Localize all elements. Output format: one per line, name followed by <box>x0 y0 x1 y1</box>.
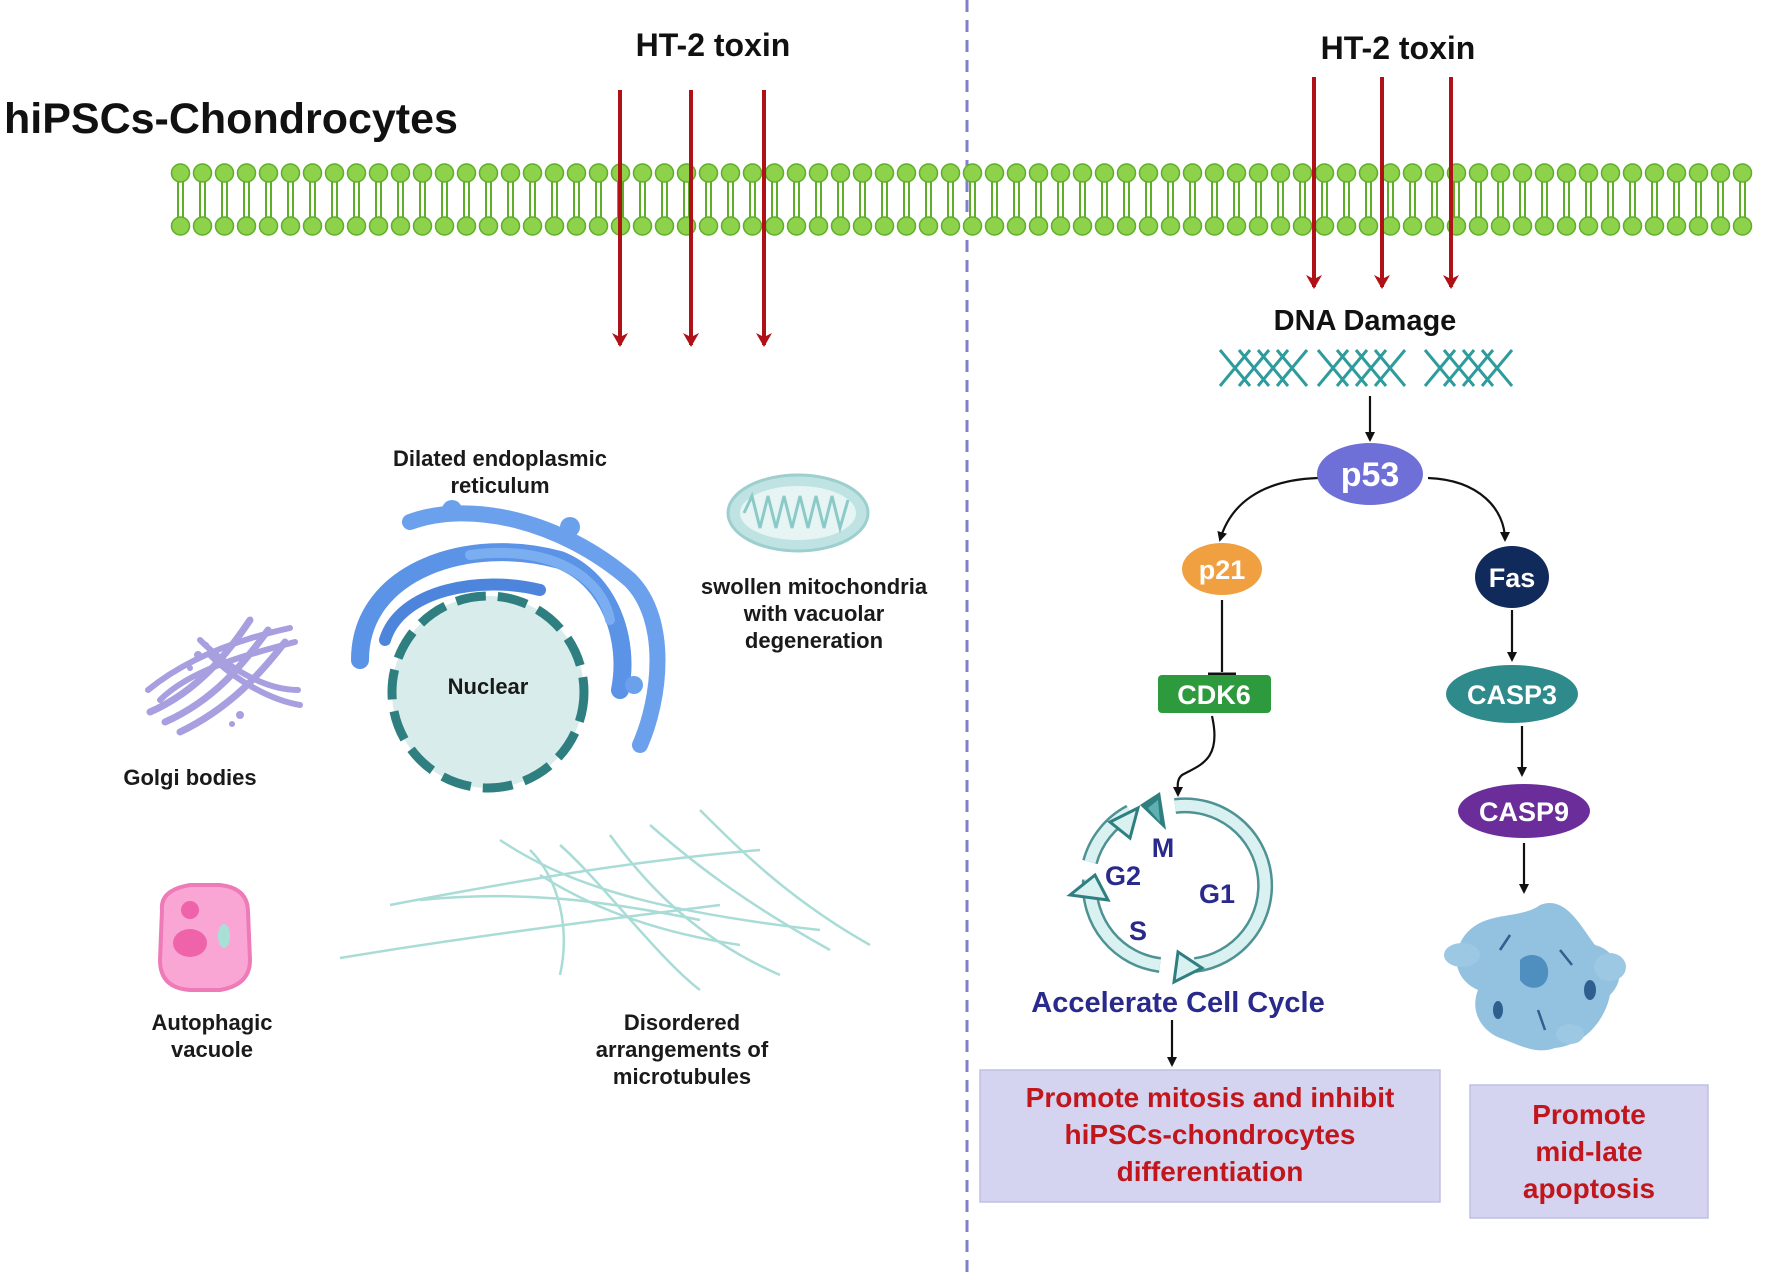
apoptotic-cell-icon <box>1444 903 1626 1051</box>
toxin-label-left: HT-2 toxin <box>636 27 791 63</box>
phase-s: S <box>1129 916 1147 946</box>
pathway-arrows <box>1167 396 1529 1067</box>
vacuole-label-line1: Autophagic <box>152 1010 273 1035</box>
mito-label-line3: degeneration <box>745 628 883 653</box>
casp3-node <box>1446 665 1578 723</box>
endoplasmic-reticulum-icon <box>351 500 666 753</box>
outcome-apoptosis-line1: Promote <box>1532 1099 1646 1130</box>
p53-node <box>1317 443 1423 505</box>
outcome-box-apoptosis <box>1469 1084 1709 1219</box>
toxin-label-right: HT-2 toxin <box>1321 30 1476 66</box>
cell-cycle-icon <box>1066 792 1274 985</box>
phase-g2: G2 <box>1105 861 1141 891</box>
arrow-cdk6-cycle <box>1172 715 1216 797</box>
microtubules-label-line1: Disordered <box>624 1010 740 1035</box>
outcome-box-mitosis <box>979 1069 1441 1203</box>
casp9-node <box>1458 784 1590 838</box>
fas-label: Fas <box>1489 563 1536 593</box>
er-label-line1: Dilated endoplasmic <box>393 446 607 471</box>
golgi-icon <box>145 616 303 736</box>
casp3-label: CASP3 <box>1467 680 1557 710</box>
toxin-arrows-right <box>1306 77 1459 289</box>
fas-node <box>1475 546 1549 608</box>
outcome-mitosis-line2: hiPSCs-chondrocytes <box>1065 1119 1356 1150</box>
outcome-apoptosis-line3: apoptosis <box>1523 1173 1655 1204</box>
dna-damage-label: DNA Damage <box>1274 305 1457 337</box>
outcome-apoptosis-line2: mid-late <box>1535 1136 1642 1167</box>
microtubules-label-line2: arrangements of <box>596 1037 769 1062</box>
cdk6-label: CDK6 <box>1177 680 1251 710</box>
cell-membrane <box>170 163 1753 236</box>
toxin-arrows-left <box>612 90 772 347</box>
phase-g1: G1 <box>1199 879 1235 909</box>
cdk6-node <box>1158 675 1271 713</box>
figure-title: hiPSCs-Chondrocytes <box>4 95 458 143</box>
dna-helix-icon <box>1218 349 1514 387</box>
p21-label: p21 <box>1199 555 1246 585</box>
mitochondria-icon <box>726 473 870 553</box>
p53-label: p53 <box>1341 456 1400 494</box>
golgi-label: Golgi bodies <box>123 765 256 790</box>
er-label-line2: reticulum <box>450 473 549 498</box>
vacuole-label-line2: vacuole <box>171 1037 253 1062</box>
outcome-mitosis-line1: Promote mitosis and inhibit <box>1026 1082 1395 1113</box>
nucleus-label: Nuclear <box>448 674 529 699</box>
microtubules-label-line3: microtubules <box>613 1064 751 1089</box>
phase-m: M <box>1152 833 1175 863</box>
arrow-p53-p21 <box>1217 476 1319 542</box>
arrow-p53-fas <box>1427 476 1510 542</box>
mito-label-line1: swollen mitochondria <box>701 574 928 599</box>
microtubules-icon <box>339 809 871 991</box>
mito-label-line2: with vacuolar <box>743 601 885 626</box>
nucleus-icon <box>387 591 589 793</box>
autophagic-vacuole-icon <box>157 883 253 992</box>
cell-cycle-label: Accelerate Cell Cycle <box>1031 987 1324 1019</box>
casp9-label: CASP9 <box>1479 797 1569 827</box>
outcome-mitosis-line3: differentiation <box>1117 1156 1304 1187</box>
p21-node <box>1182 543 1262 595</box>
